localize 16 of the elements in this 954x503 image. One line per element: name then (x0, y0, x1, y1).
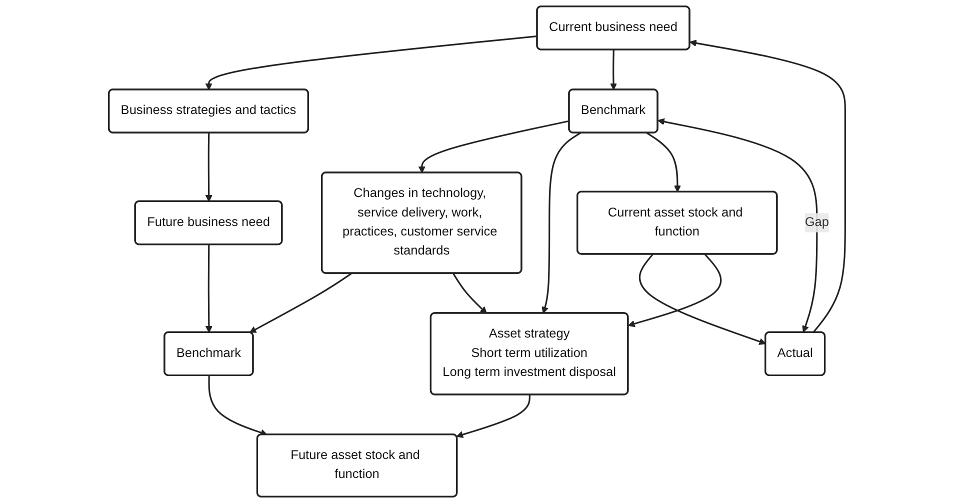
arrow (208, 376, 268, 436)
arrow (658, 118, 818, 333)
arrow (418, 120, 570, 174)
arrow (205, 132, 212, 202)
arrow (610, 50, 618, 90)
arrow (452, 273, 488, 314)
arrow (456, 394, 530, 438)
arrow (205, 244, 212, 333)
arrow (205, 35, 538, 90)
arrow (628, 254, 722, 328)
arrow (646, 132, 681, 192)
arrow (542, 132, 581, 314)
arrow (690, 40, 846, 334)
arrow (638, 254, 766, 345)
edge-label: Gap (804, 216, 830, 230)
arrow (249, 272, 352, 333)
